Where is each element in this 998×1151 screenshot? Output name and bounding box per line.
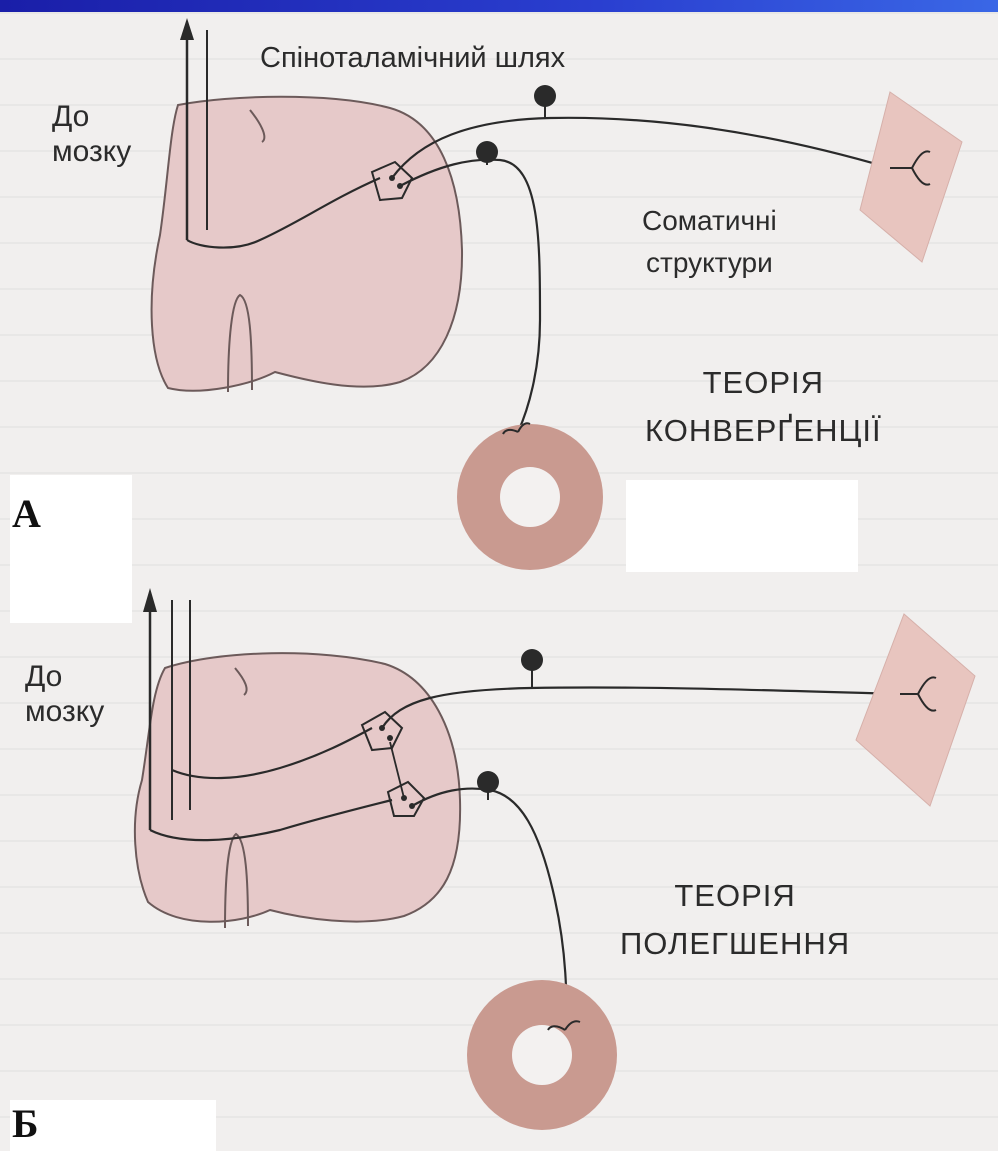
visceral-ganglion-b bbox=[477, 771, 499, 793]
spinal-cord-b bbox=[135, 653, 460, 922]
somatic-structure-a bbox=[860, 92, 962, 262]
facilitation-theory-label: ТЕОРІЯ ПОЛЕГШЕННЯ bbox=[620, 878, 850, 961]
somatic-ganglion-b bbox=[521, 649, 543, 671]
panel-a-letter: А bbox=[12, 490, 41, 537]
arrowhead-b bbox=[143, 588, 157, 612]
visceral-ganglion-a bbox=[476, 141, 498, 163]
white-patch-a-right bbox=[626, 480, 858, 572]
convergence-theory-label: ТЕОРІЯ КОНВЕРҐЕНЦІЇ bbox=[645, 365, 882, 448]
to-brain-label-a: До мозку bbox=[52, 100, 131, 169]
panel-b-letter: Б bbox=[12, 1100, 38, 1147]
panel-b-drawing bbox=[135, 588, 975, 1130]
spinothalamic-label: Спіноталамічний шлях bbox=[260, 42, 565, 75]
visceral-organ-lumen-b bbox=[512, 1025, 572, 1085]
to-brain-label-b: До мозку bbox=[25, 660, 104, 729]
somatic-afferent-a bbox=[392, 118, 890, 178]
visceral-organ-lumen-a bbox=[500, 467, 560, 527]
somatic-structures-label: Соматичні структури bbox=[642, 205, 777, 279]
somatic-ganglion-a bbox=[534, 85, 556, 107]
somatic-afferent-b bbox=[382, 687, 900, 728]
arrowhead-a bbox=[180, 18, 194, 40]
somatic-structure-b bbox=[856, 614, 975, 806]
white-patch-b-letter bbox=[10, 1100, 216, 1151]
